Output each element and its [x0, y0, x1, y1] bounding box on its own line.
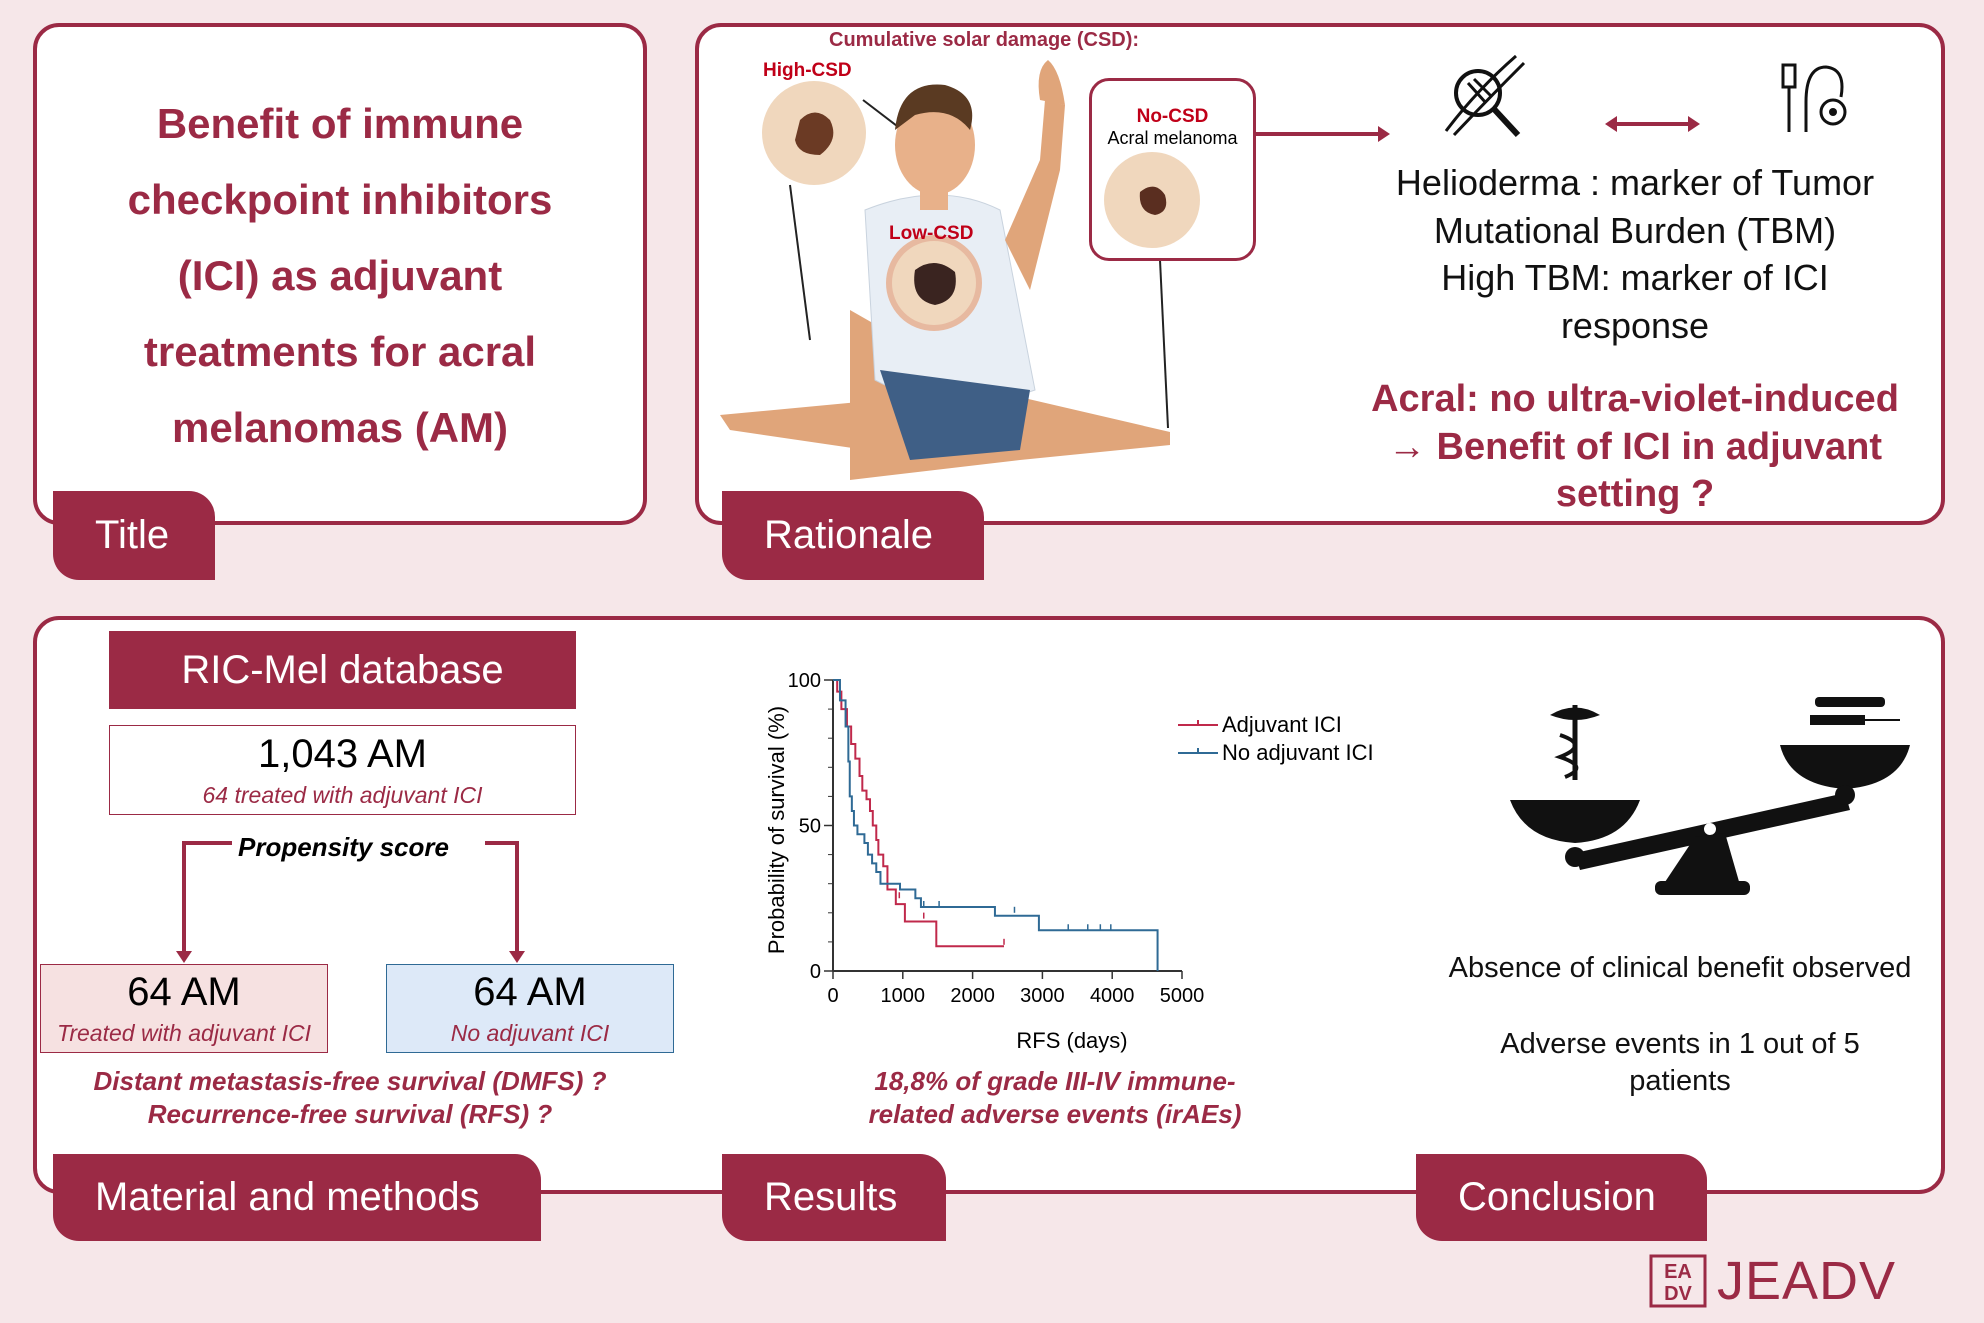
- legend-no-adjuvant-ici: No adjuvant ICI: [1222, 740, 1374, 765]
- x-tick-label: 4000: [1090, 985, 1135, 1007]
- y-tick-label: 50: [799, 816, 821, 838]
- legend-adjuvant-ici: Adjuvant ICI: [1222, 712, 1342, 737]
- km-curve-adjuvant-ici: [833, 679, 1005, 948]
- results-caption: related adverse events (irAEs): [868, 1099, 1242, 1129]
- helioderma-line: Mutational Burden (TBM): [1433, 210, 1837, 251]
- control-group-subtitle: No adjuvant ICI: [450, 1020, 610, 1046]
- low-csd-label: Low-CSD: [889, 223, 974, 244]
- control-group-count: 64 AM: [473, 970, 587, 1014]
- high-csd-label: High-CSD: [763, 60, 852, 81]
- control-group-box: [386, 964, 674, 1053]
- y-axis-label: Probability of survival (%): [764, 706, 789, 954]
- y-tick-label: 0: [810, 961, 821, 983]
- km-chart: Probability of survival (%) RFS (days) 0…: [764, 670, 1374, 1053]
- conclusion-adverse-events: patients: [1629, 1065, 1731, 1097]
- endpoint-question: Recurrence-free survival (RFS) ?: [147, 1099, 553, 1129]
- acral-lesion: [1104, 152, 1200, 248]
- tab-material-and-methods: Material and methods: [53, 1154, 541, 1241]
- title-line: checkpoint inhibitors: [127, 176, 553, 223]
- helioderma-line: response: [1560, 305, 1710, 346]
- total-box: [109, 725, 576, 815]
- tab-title: Title: [53, 491, 215, 580]
- propensity-split-arrows: [176, 841, 525, 963]
- csd-heading: Cumulative solar damage (CSD):: [829, 29, 1140, 51]
- person-figure: [720, 60, 1170, 480]
- treated-group-box: [40, 964, 328, 1053]
- arrow-to-helioderma: [1256, 126, 1390, 142]
- results-caption: 18,8% of grade III-IV immune-: [874, 1066, 1236, 1096]
- km-curve-no-adjuvant-ici: [833, 679, 1159, 971]
- balance-scale-icon: [1510, 697, 1910, 895]
- tab-rationale: Rationale: [722, 491, 984, 580]
- acral-melanoma-label: Acral melanoma: [1107, 128, 1238, 148]
- rationale-question-line: → Benefit of ICI in adjuvant: [1387, 426, 1883, 468]
- eadv-mark-icon: EA DV: [1649, 1254, 1707, 1308]
- tab-conclusion: Conclusion: [1416, 1154, 1707, 1241]
- dna-magnifier-icon: [1444, 54, 1526, 138]
- csd-illustration: [720, 60, 1170, 480]
- svg-text:DV: DV: [1664, 1283, 1692, 1305]
- double-arrow-icon: [1605, 116, 1700, 132]
- rationale-question-line: Acral: no ultra-violet-induced: [1371, 378, 1899, 420]
- treated-group-subtitle: Treated with adjuvant ICI: [57, 1020, 311, 1046]
- caduceus-icon: [1550, 705, 1600, 780]
- title-panel: [33, 23, 647, 525]
- legend: Adjuvant ICI No adjuvant ICI: [1178, 712, 1374, 765]
- treated-group-count: 64 AM: [127, 970, 241, 1014]
- rationale-question-line: setting ?: [1555, 473, 1715, 515]
- no-csd-label: No-CSD: [1136, 106, 1209, 127]
- jeadv-logo: EA DV JEADV: [1649, 1250, 1896, 1312]
- x-tick-label: 1000: [881, 985, 926, 1007]
- endpoint-question: Distant metastasis-free survival (DMFS) …: [93, 1066, 607, 1096]
- x-tick-label: 0: [827, 985, 838, 1007]
- total-count: 1,043 AM: [257, 732, 427, 776]
- bottom-panel: [33, 616, 1945, 1194]
- helioderma-line: Helioderma : marker of Tumor: [1395, 162, 1875, 203]
- x-axis-label: RFS (days): [1016, 1028, 1127, 1053]
- database-box: RIC-Mel database: [109, 631, 576, 709]
- logo-text: JEADV: [1717, 1251, 1897, 1311]
- x-tick-label: 5000: [1160, 985, 1205, 1007]
- title-line: treatments for acral: [143, 328, 537, 375]
- propensity-score-label: Propensity score: [238, 832, 449, 862]
- x-tick-label: 2000: [950, 985, 995, 1007]
- conclusion-adverse-events: Adverse events in 1 out of 5: [1500, 1028, 1860, 1060]
- title-line: melanomas (AM): [171, 404, 509, 451]
- conclusion-no-benefit: Absence of clinical benefit observed: [1448, 952, 1912, 984]
- x-tick-label: 3000: [1020, 985, 1065, 1007]
- tab-results: Results: [722, 1154, 946, 1241]
- title-line: (ICI) as adjuvant: [177, 252, 503, 299]
- title-line: Benefit of immune: [156, 100, 524, 147]
- y-tick-label: 100: [788, 670, 821, 692]
- svg-text:EA: EA: [1664, 1261, 1692, 1283]
- patient-target-icon: [1781, 63, 1847, 132]
- total-subtitle: 64 treated with adjuvant ICI: [202, 782, 483, 808]
- helioderma-line: High TBM: marker of ICI: [1441, 257, 1829, 298]
- syringe-icon: [1810, 697, 1900, 725]
